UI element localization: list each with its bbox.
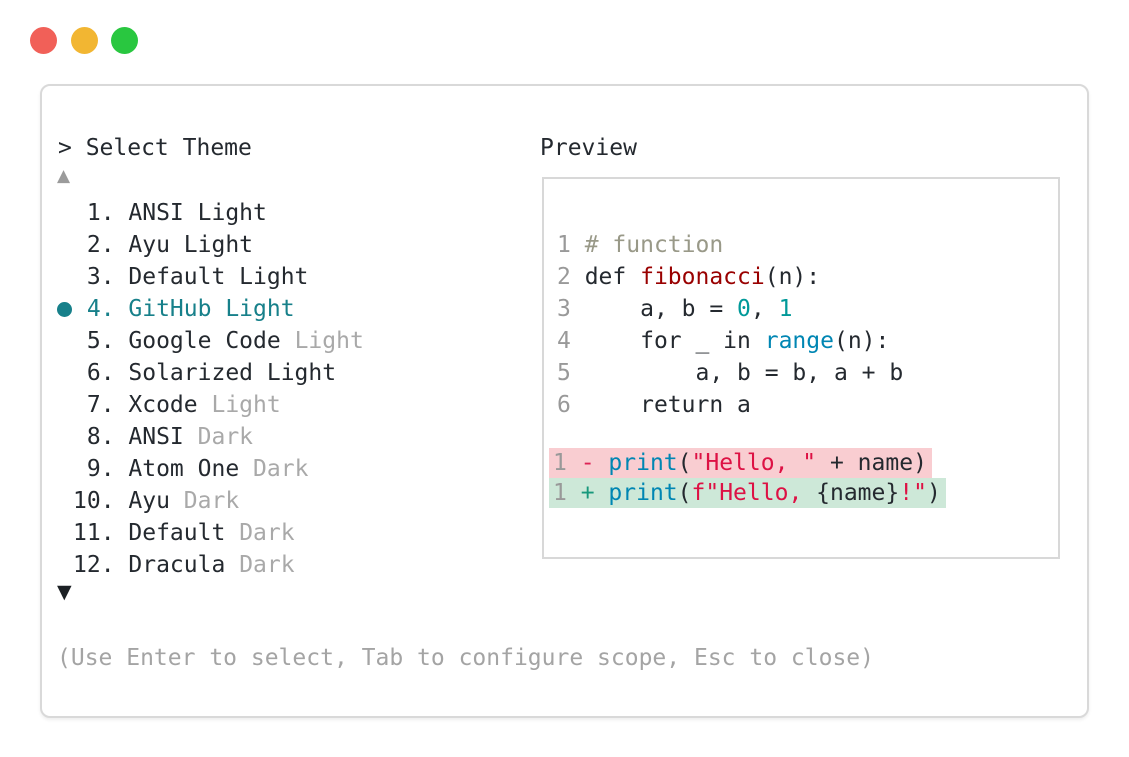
theme-list-item-label: 4. GitHub Light	[73, 296, 295, 322]
theme-list-item-label: 6. Solarized Light	[73, 360, 337, 386]
theme-list-item-label: 3. Default Light	[73, 264, 309, 290]
selected-indicator-icon	[57, 301, 72, 317]
minimize-button[interactable]	[71, 27, 98, 54]
theme-list-item[interactable]: 12. Dracula Dark	[57, 549, 497, 581]
code-line: 6 return a	[557, 392, 751, 418]
preview-title: Preview	[540, 135, 637, 161]
theme-list-item[interactable]: 4. GitHub Light	[57, 293, 497, 325]
theme-list-item[interactable]: 3. Default Light	[57, 261, 497, 293]
theme-list-item[interactable]: 11. Default Dark	[57, 517, 497, 549]
code-preview: 1 # function 2 def fibonacci(n): 3 a, b = …	[557, 229, 903, 421]
theme-list-item-label: 11. Default Dark	[73, 520, 295, 546]
select-theme-prompt: > Select Theme	[58, 135, 252, 161]
theme-list-item-label: 2. Ayu Light	[73, 232, 254, 258]
theme-list-item[interactable]: 5. Google Code Light	[57, 325, 497, 357]
scroll-down-icon[interactable]: ▼	[57, 581, 72, 603]
keyboard-hints: (Use Enter to select, Tab to configure s…	[57, 645, 874, 671]
code-line: 3 a, b = 0, 1	[557, 296, 793, 322]
theme-list: 1. ANSI Light 2. Ayu Light 3. Default Li…	[57, 197, 497, 581]
theme-list-item[interactable]: 6. Solarized Light	[57, 357, 497, 389]
code-line: 4 for _ in range(n):	[557, 328, 890, 354]
scroll-up-icon[interactable]: ▲	[57, 166, 71, 186]
theme-list-item[interactable]: 9. Atom One Dark	[57, 453, 497, 485]
theme-list-item[interactable]: 10. Ayu Dark	[57, 485, 497, 517]
zoom-button[interactable]	[111, 27, 138, 54]
theme-list-item[interactable]: 7. Xcode Light	[57, 389, 497, 421]
theme-list-item[interactable]: 8. ANSI Dark	[57, 421, 497, 453]
theme-list-item[interactable]: 1. ANSI Light	[57, 197, 497, 229]
code-line: 5 a, b = b, a + b	[557, 360, 904, 386]
diff-removed-line: 1 - print("Hello, " + name)	[549, 448, 932, 478]
theme-list-item-label: 9. Atom One Dark	[73, 456, 309, 482]
diff-added-line: 1 + print(f"Hello, {name}!")	[549, 478, 946, 508]
theme-list-item-label: 5. Google Code Light	[73, 328, 364, 354]
theme-list-item-label: 8. ANSI Dark	[73, 424, 254, 450]
code-line: 1 # function	[557, 232, 724, 258]
close-button[interactable]	[30, 27, 57, 54]
theme-list-item[interactable]: 2. Ayu Light	[57, 229, 497, 261]
theme-list-item-label: 1. ANSI Light	[73, 200, 267, 226]
theme-list-item-label: 10. Ayu Dark	[73, 488, 240, 514]
code-line: 2 def fibonacci(n):	[557, 264, 821, 290]
theme-list-item-label: 7. Xcode Light	[73, 392, 281, 418]
theme-list-item-label: 12. Dracula Dark	[73, 552, 295, 578]
